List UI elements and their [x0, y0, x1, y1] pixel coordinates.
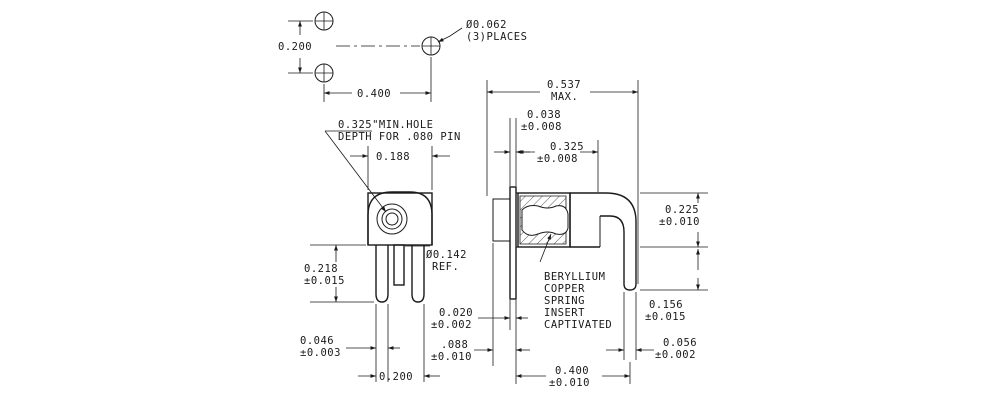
insert-note-4: INSERT — [544, 307, 585, 319]
pin-length-tol: ±0.015 — [304, 275, 345, 287]
lead-drop-tol: ±0.015 — [645, 311, 686, 323]
height: 0.225 — [665, 204, 699, 216]
flange-offset-tol: ±0.008 — [521, 121, 562, 133]
lead-drop: 0.156 — [649, 299, 683, 311]
hole-vertical-spacing: 0.200 — [278, 41, 312, 53]
flange — [509, 186, 517, 300]
leg-left — [375, 245, 389, 303]
lead-thickness-tol: ±0.002 — [655, 349, 696, 361]
pin-offset-tol: ±0.010 — [431, 351, 472, 363]
insert-note-2: COPPER — [544, 283, 585, 295]
side-view: 0.537 MAX. 0.038 ±0.008 0.325 ±0.008 0.2… — [431, 79, 708, 389]
body-length-tol: ±0.008 — [537, 153, 578, 165]
front-hole — [376, 203, 408, 235]
pin-offset: .088 — [441, 339, 468, 351]
body-length: 0.325 — [550, 141, 584, 153]
insert-note-3: SPRING — [544, 295, 585, 307]
hole-note-line1: 0.325"MIN.HOLE — [338, 119, 434, 131]
lead-thickness: 0.056 — [663, 337, 697, 349]
pin-diameter-ref: REF. — [432, 261, 459, 273]
pin-diameter: Ø0.142 — [426, 249, 467, 261]
bent-lead — [600, 192, 637, 291]
overall-length-note: MAX. — [551, 91, 578, 103]
hole-right — [421, 36, 441, 56]
height-tol: ±0.010 — [659, 216, 700, 228]
hole-diameter: Ø0.062 — [466, 19, 507, 31]
pin-length: 0.218 — [304, 263, 338, 275]
front-view: 0.325"MIN.HOLE DEPTH FOR .080 PIN 0.188 … — [300, 119, 467, 383]
leg-width-tol: ±0.003 — [300, 347, 341, 359]
leg-right — [411, 245, 425, 303]
hole-places: (3)PLACES — [466, 31, 527, 43]
hole-horizontal-spacing: 0.400 — [357, 88, 391, 100]
flange-offset: 0.038 — [527, 109, 561, 121]
hole-bottom — [314, 63, 334, 83]
lead-length-tol: ±0.010 — [549, 377, 590, 389]
leg-spacing: 0.200 — [379, 371, 413, 383]
hole-pattern: 0.200 0.400 Ø0.062 (3)PLACES — [278, 11, 527, 102]
insert-note-1: BERYLLIUM — [544, 271, 605, 283]
insert-note-5: CAPTIVATED — [544, 319, 612, 331]
hole-note-line2: DEPTH FOR .080 PIN — [338, 131, 461, 143]
leg-width: 0.046 — [300, 335, 334, 347]
flange-thickness: 0.020 — [439, 307, 473, 319]
flange-thickness-tol: ±0.002 — [431, 319, 472, 331]
hole-top — [314, 11, 334, 31]
centre-pin — [393, 244, 405, 286]
lead-length: 0.400 — [555, 365, 589, 377]
body-width: 0.188 — [376, 151, 410, 163]
overall-length: 0.537 — [547, 79, 581, 91]
